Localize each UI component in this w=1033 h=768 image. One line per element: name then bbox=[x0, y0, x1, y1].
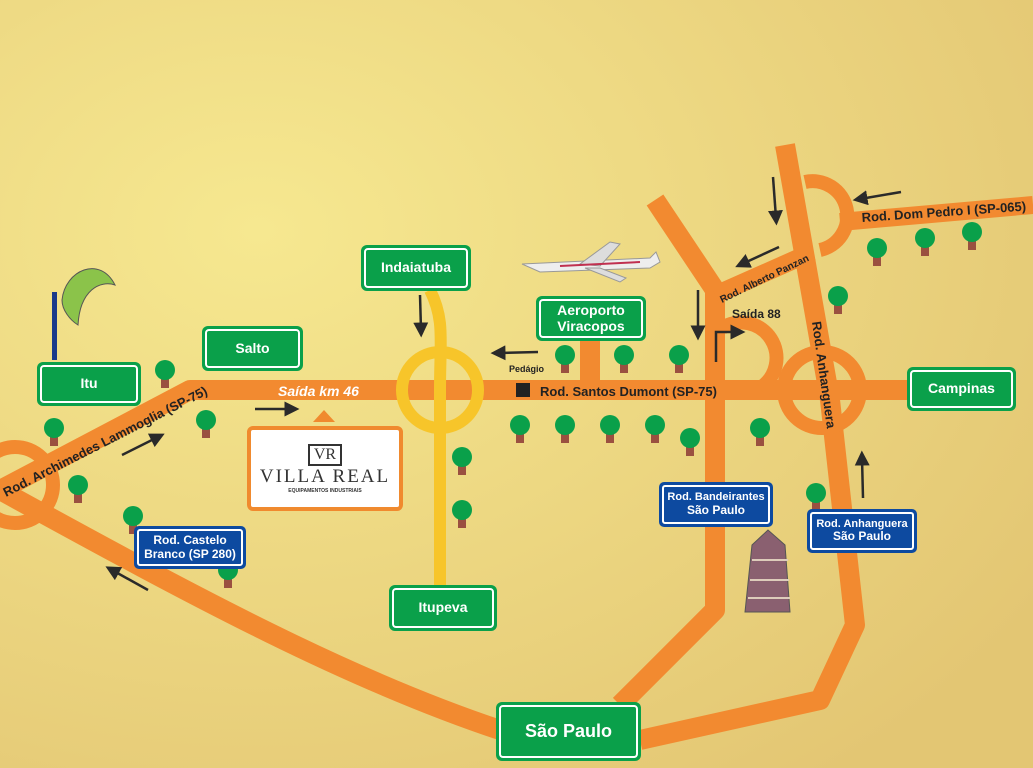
tree-icon bbox=[44, 418, 64, 446]
place-label: Aeroporto bbox=[557, 302, 625, 319]
toll-icon bbox=[516, 383, 530, 397]
saida88-ramp bbox=[718, 315, 784, 394]
road-alberto-panzan bbox=[711, 243, 816, 304]
label-saida-88: Saída 88 bbox=[732, 307, 781, 321]
tree-icon bbox=[155, 360, 175, 388]
road-dom-pedro bbox=[839, 196, 1033, 231]
place-itu: Itu bbox=[37, 362, 141, 406]
tree-icon bbox=[915, 228, 935, 256]
roundabout-left bbox=[0, 440, 60, 530]
tree-icon bbox=[600, 415, 620, 443]
logo-pointer bbox=[313, 410, 335, 422]
tree-icon bbox=[962, 222, 982, 250]
tree-icon bbox=[750, 418, 770, 446]
local-roads bbox=[396, 287, 484, 590]
place-label: Itu bbox=[40, 365, 138, 403]
tree-icon bbox=[669, 345, 689, 373]
place-campinas: Campinas bbox=[907, 367, 1016, 411]
tree-icon bbox=[555, 345, 575, 373]
place-label: Salto bbox=[205, 329, 300, 368]
roundabout-dom-pedro bbox=[803, 174, 855, 257]
sign-label: Branco (SP 280) bbox=[144, 546, 236, 561]
roundabout-right bbox=[777, 345, 867, 435]
sign-label: Rod. Bandeirantes bbox=[667, 491, 765, 504]
bus-stop-sign-icon bbox=[52, 268, 116, 360]
sign-label: São Paulo bbox=[686, 502, 745, 517]
place-sao-paulo: São Paulo bbox=[496, 702, 641, 761]
tree-icon bbox=[645, 415, 665, 443]
tree-icon bbox=[806, 483, 826, 511]
tree-icon bbox=[196, 410, 216, 438]
logo-name: VILLA REAL bbox=[259, 465, 391, 487]
place-label: Viracopos bbox=[557, 317, 625, 334]
place-label: Indaiatuba bbox=[364, 248, 468, 288]
logo-monogram: VR bbox=[307, 443, 343, 466]
place-indaiatuba: Indaiatuba bbox=[361, 245, 471, 291]
place-label: São Paulo bbox=[499, 705, 638, 758]
place-label: Campinas bbox=[910, 370, 1013, 408]
tree-icon bbox=[828, 286, 848, 314]
tree-icon bbox=[68, 475, 88, 503]
label-pedagio: Pedágio bbox=[509, 364, 545, 374]
tree-icon bbox=[452, 447, 472, 475]
airplane-icon bbox=[521, 241, 661, 283]
place-itupeva: Itupeva bbox=[389, 585, 497, 631]
road-bandeirantes bbox=[612, 194, 725, 713]
road-castelo-branco bbox=[0, 481, 620, 740]
label-santos-dumont: Rod. Santos Dumont (SP-75) bbox=[540, 384, 717, 399]
sign-label: Rod. Anhanguera bbox=[816, 517, 908, 530]
sign-label: Rod. Castelo bbox=[153, 532, 227, 547]
label-saida-46: Saída km 46 bbox=[278, 383, 359, 399]
road-anhanguera bbox=[637, 143, 865, 750]
tree-icon bbox=[123, 506, 143, 534]
tree-icon bbox=[680, 428, 700, 456]
tree-icon bbox=[555, 415, 575, 443]
tree-icon bbox=[452, 500, 472, 528]
direction-arrows bbox=[105, 176, 902, 592]
tree-icon bbox=[867, 238, 887, 266]
road-santos-dumont bbox=[0, 380, 1000, 499]
place-salto: Salto bbox=[202, 326, 303, 371]
building-icon bbox=[744, 529, 791, 613]
tree-icon bbox=[510, 415, 530, 443]
logo-tagline: EQUIPAMENTOS INDUSTRIAIS bbox=[288, 487, 362, 494]
villa-real-logo: VR VILLA REAL EQUIPAMENTOS INDUSTRIAIS bbox=[247, 426, 403, 511]
tree-icon bbox=[614, 345, 634, 373]
sign-label: São Paulo bbox=[832, 529, 891, 544]
highways bbox=[0, 143, 1033, 750]
place-label: Itupeva bbox=[392, 588, 494, 628]
